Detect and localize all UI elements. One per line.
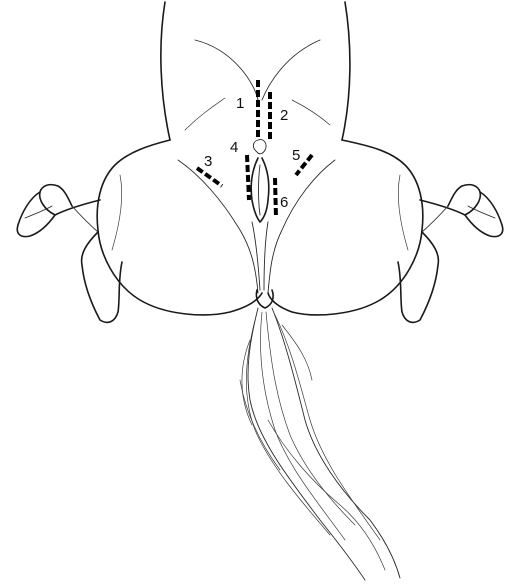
incision-label-6: 6 (280, 194, 288, 211)
incision-label-3: 3 (204, 153, 212, 170)
incision-labels: 1 2 3 4 5 6 (204, 95, 300, 211)
left-hind-leg (17, 185, 122, 323)
tail (240, 290, 400, 580)
right-haunch (268, 140, 423, 315)
incision-label-4: 4 (230, 139, 238, 156)
incision-4-line (247, 155, 249, 200)
perineum (251, 140, 269, 290)
incision-label-5: 5 (292, 147, 300, 164)
incision-3-line (197, 168, 222, 186)
incision-label-2: 2 (280, 107, 288, 124)
incision-6-line (275, 178, 276, 218)
incision-label-1: 1 (236, 95, 244, 112)
right-hind-leg (398, 185, 503, 323)
left-haunch (97, 140, 262, 315)
torso-outline (161, 2, 350, 140)
